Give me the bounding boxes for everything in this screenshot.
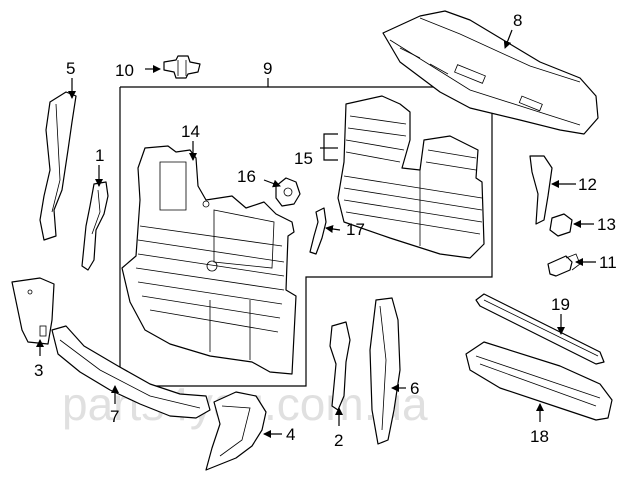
callout-19: 19 bbox=[551, 295, 570, 314]
callout-14: 14 bbox=[181, 122, 200, 141]
callout-11: 11 bbox=[599, 253, 617, 272]
part-14-radiator-shroud[interactable] bbox=[121, 145, 297, 375]
callout-6: 6 bbox=[410, 379, 419, 398]
part-11-bolt[interactable] bbox=[547, 253, 581, 277]
part-12-bracket[interactable] bbox=[529, 155, 553, 225]
callout-7: 7 bbox=[110, 407, 119, 426]
callout-12: 12 bbox=[578, 175, 597, 194]
part-7-lower-deflector[interactable] bbox=[51, 325, 211, 419]
callout-16: 16 bbox=[237, 167, 256, 186]
callout-18: 18 bbox=[530, 427, 549, 446]
callout-13: 13 bbox=[597, 215, 616, 234]
part-3-side-panel[interactable] bbox=[11, 277, 55, 345]
part-19-seal-strip[interactable] bbox=[475, 293, 605, 365]
part-6-vertical-support[interactable] bbox=[369, 297, 401, 445]
callout-1: 1 bbox=[95, 146, 104, 165]
part-4-air-guide[interactable] bbox=[205, 391, 267, 471]
part-17-seal[interactable] bbox=[309, 207, 327, 255]
callout-4: 4 bbox=[286, 425, 295, 444]
part-18-lower-shield[interactable] bbox=[465, 341, 613, 421]
callout-8: 8 bbox=[513, 11, 522, 30]
leader-lines bbox=[36, 29, 596, 438]
part-16-clip[interactable] bbox=[275, 177, 301, 207]
callout-17: 17 bbox=[346, 220, 365, 239]
part-5-side-deflector[interactable] bbox=[39, 91, 77, 241]
callout-5: 5 bbox=[66, 59, 75, 78]
callout-15: 15 bbox=[294, 149, 313, 168]
callout-10: 10 bbox=[115, 61, 134, 80]
callout-2: 2 bbox=[334, 431, 343, 450]
callout-15-bracket bbox=[320, 133, 338, 161]
part-2-bracket[interactable] bbox=[329, 321, 351, 411]
part-8-upper-deflector[interactable] bbox=[382, 10, 599, 135]
part-10-push-pin[interactable] bbox=[163, 55, 201, 79]
part-1-bracket[interactable] bbox=[81, 181, 109, 271]
callout-3: 3 bbox=[34, 361, 43, 380]
callout-9: 9 bbox=[263, 59, 272, 78]
part-15-grille-shutter[interactable] bbox=[337, 95, 485, 259]
part-13-clip-nut[interactable] bbox=[549, 213, 573, 237]
